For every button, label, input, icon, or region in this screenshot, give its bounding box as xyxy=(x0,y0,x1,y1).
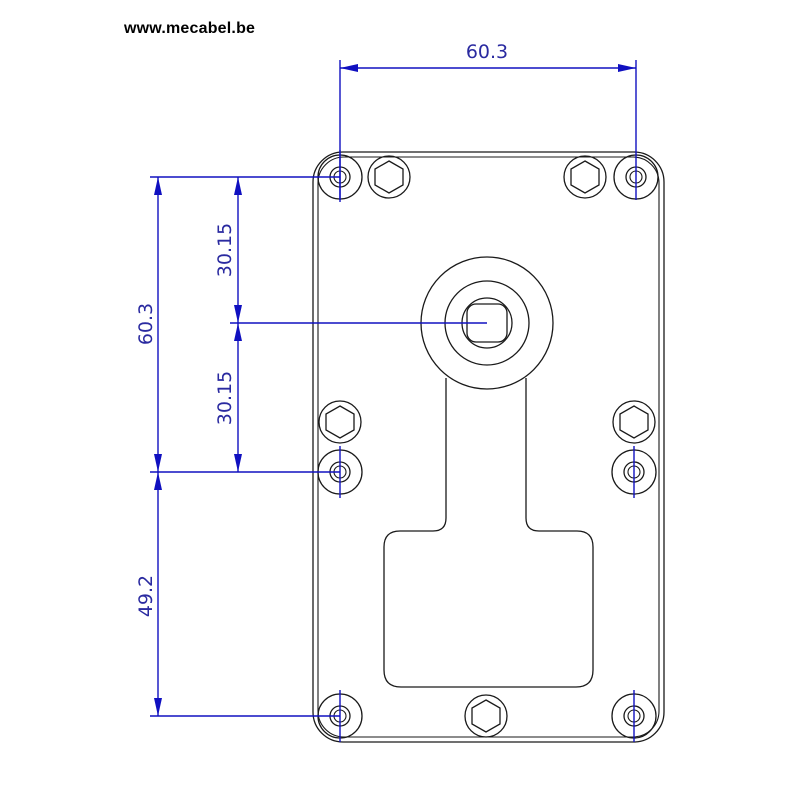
dimension-top-width xyxy=(339,60,637,200)
dimension-lower-half xyxy=(234,323,242,472)
gear-housing-outline xyxy=(383,378,594,688)
dimension-left-height-label: 60.3 xyxy=(135,303,157,345)
hex-screw-top-left xyxy=(367,155,411,199)
hex-screw-mid-left xyxy=(318,400,362,444)
dimension-top-width-label: 60.3 xyxy=(466,41,508,63)
hex-screw-top-right xyxy=(563,155,607,199)
dimension-upper-half-label: 30.15 xyxy=(214,223,236,277)
dimension-upper-half xyxy=(234,177,242,323)
dimension-bottom-height-label: 49.2 xyxy=(135,575,157,617)
dimension-bottom-height xyxy=(154,472,162,716)
hex-screw-mid-right xyxy=(612,400,656,444)
gearbox-plate-outline xyxy=(312,151,665,743)
dimension-lower-half-label: 30.15 xyxy=(214,371,236,425)
hex-screw-bottom-center xyxy=(464,694,508,738)
dimension-left-height xyxy=(154,177,162,472)
website-url[interactable]: www.mecabel.be xyxy=(124,20,256,37)
gearbox-plate-inner-outline xyxy=(317,156,660,738)
